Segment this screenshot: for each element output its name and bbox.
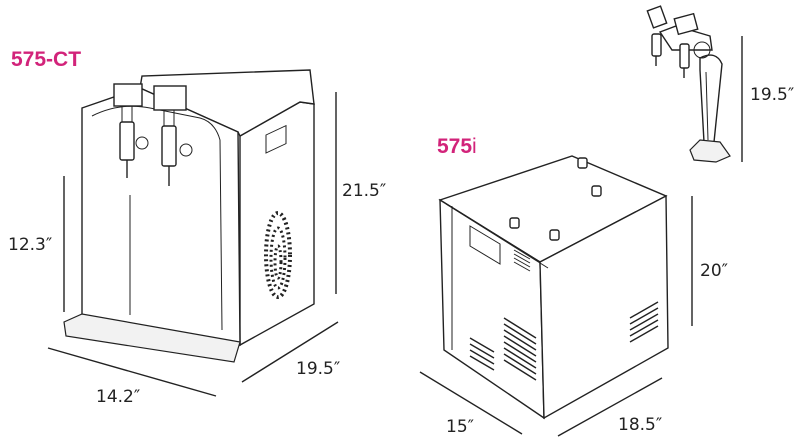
tower-tap-left-body <box>651 33 662 57</box>
i-front-lower-vent <box>469 317 537 381</box>
ct-tap-right <box>153 85 193 186</box>
ct-depth-line <box>241 321 339 383</box>
ct-tap-left-body <box>119 121 135 161</box>
tower-faucet <box>646 5 731 163</box>
ct-tap-right-body <box>161 125 177 167</box>
i-top-edge <box>445 203 549 269</box>
tower-base <box>689 139 731 163</box>
tower-knob <box>693 41 711 59</box>
unit-575i <box>438 155 669 420</box>
ct-side-vent-pattern <box>264 211 292 299</box>
ct-width-label: 14.2″ <box>96 387 140 407</box>
ct-drip-tray <box>63 313 241 363</box>
ct-front-panel <box>81 87 241 346</box>
ct-width-line <box>47 347 217 397</box>
ct-total-height-label: 21.5″ <box>342 181 386 201</box>
i-display <box>469 225 501 265</box>
ct-tap-left <box>113 83 149 178</box>
model-title-575i: 575i <box>437 135 477 158</box>
i-width-line <box>419 371 523 435</box>
tower-column-edge <box>705 71 709 141</box>
i-side-vent <box>629 301 659 343</box>
ct-tap-left-handle <box>113 83 143 107</box>
ct-side-display <box>265 124 287 154</box>
model-title-575i-suffix: i <box>472 135 477 158</box>
model-title-575-ct: 575-CT <box>11 48 81 71</box>
tower-height-label: 19.5″ <box>750 85 794 105</box>
i-front-upper-vent <box>513 249 531 272</box>
dispenser-575-ct <box>63 69 315 363</box>
ct-front-bezel <box>91 105 223 331</box>
i-depth-line <box>557 377 663 437</box>
tower-column <box>699 54 723 143</box>
i-height-label: 20″ <box>700 261 728 281</box>
ct-tap-right-handle <box>153 85 187 111</box>
tower-tap-right-body <box>679 43 690 69</box>
ct-tap-left-knob <box>135 136 149 150</box>
ct-side-panel <box>239 101 315 347</box>
i-side-panel <box>539 194 669 420</box>
ct-depth-label: 19.5″ <box>296 359 340 379</box>
model-title-575i-number: 575 <box>437 135 472 158</box>
tower-head <box>658 25 713 51</box>
i-width-label: 15″ <box>446 417 474 437</box>
tower-tap-right-handle <box>673 12 699 36</box>
ct-dispense-height-label: 12.3″ <box>8 235 52 255</box>
ct-tap-right-knob <box>179 143 193 157</box>
i-top-connectors <box>509 157 602 241</box>
i-depth-label: 18.5″ <box>618 415 662 435</box>
tower-tap-left-handle <box>646 5 668 29</box>
